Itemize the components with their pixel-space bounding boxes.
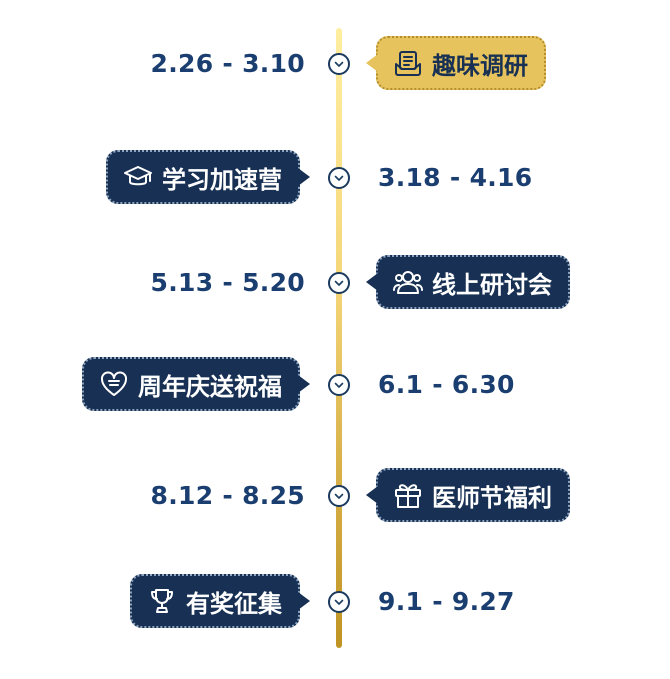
event-bubble-anniversary[interactable]: 周年庆送祝福 <box>82 357 310 411</box>
clipboard-icon <box>395 51 421 76</box>
event-bubble-contest[interactable]: 有奖征集 <box>130 574 310 628</box>
event-label: 周年庆送祝福 <box>138 372 282 401</box>
date-label: 8.12 - 8.25 <box>150 481 305 510</box>
event-bubble-bootcamp[interactable]: 学习加速营 <box>106 150 310 204</box>
heart-chat-icon <box>101 371 127 396</box>
trophy-icon <box>151 589 173 613</box>
date-label: 5.13 - 5.20 <box>150 268 305 297</box>
users-icon <box>393 271 423 294</box>
gift-icon <box>395 484 421 508</box>
timeline-row: 学习加速营 3.18 - 4.16 <box>0 147 670 207</box>
graduation-cap-icon <box>124 166 152 186</box>
event-bubble-webinar[interactable]: 线上研讨会 <box>366 255 570 309</box>
event-label: 趣味调研 <box>432 51 528 80</box>
timeline-row: 2.26 - 3.10 趣味调研 <box>0 33 670 93</box>
date-label: 2.26 - 3.10 <box>150 49 305 78</box>
event-bubble-survey[interactable]: 趣味调研 <box>366 36 546 90</box>
date-label: 3.18 - 4.16 <box>378 163 533 192</box>
event-label: 学习加速营 <box>162 165 282 194</box>
timeline-row: 有奖征集 9.1 - 9.27 <box>0 571 670 631</box>
timeline-row: 5.13 - 5.20 线上研讨会 <box>0 252 670 312</box>
timeline-row: 周年庆送祝福 6.1 - 6.30 <box>0 354 670 414</box>
event-label: 有奖征集 <box>186 589 282 618</box>
timeline-axis <box>336 28 342 648</box>
date-label: 6.1 - 6.30 <box>378 370 515 399</box>
chevron-down-icon[interactable] <box>328 272 350 294</box>
chevron-down-icon[interactable] <box>328 53 350 75</box>
chevron-down-icon[interactable] <box>328 485 350 507</box>
date-label: 9.1 - 9.27 <box>378 587 515 616</box>
chevron-down-icon[interactable] <box>328 374 350 396</box>
timeline-row: 8.12 - 8.25 医师节福利 <box>0 465 670 525</box>
event-label: 线上研讨会 <box>432 270 552 299</box>
event-bubble-doctors-day[interactable]: 医师节福利 <box>366 468 570 522</box>
chevron-down-icon[interactable] <box>328 167 350 189</box>
event-label: 医师节福利 <box>432 483 552 512</box>
chevron-down-icon[interactable] <box>328 591 350 613</box>
